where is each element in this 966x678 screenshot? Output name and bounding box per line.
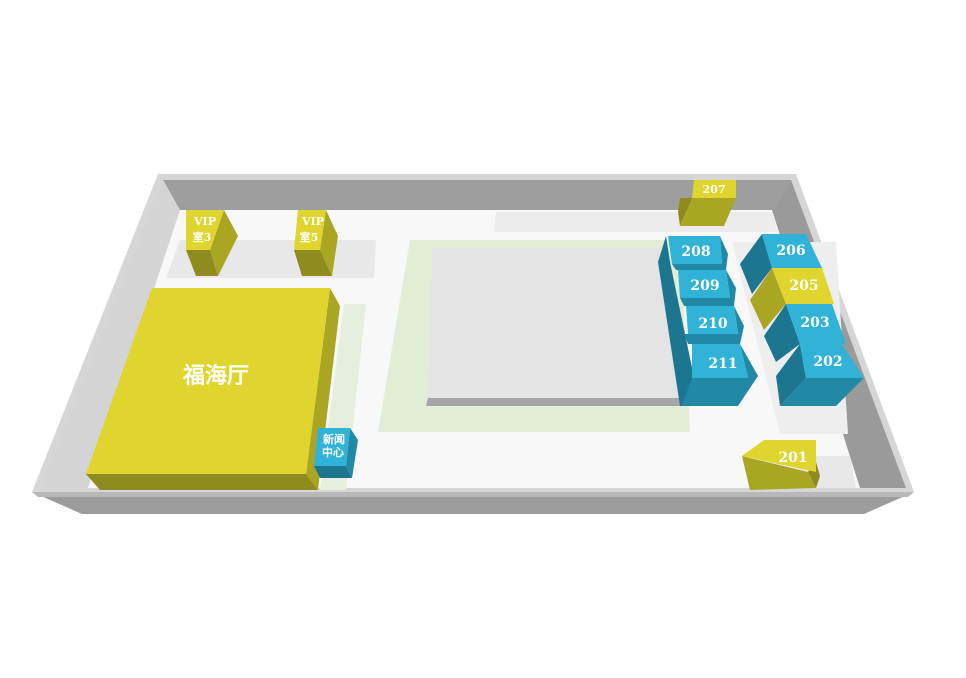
room-208-side — [672, 236, 728, 270]
room-block-202-206: 202 203 205 206 — [740, 234, 864, 406]
room-210-top — [686, 306, 738, 334]
back-wall — [163, 180, 791, 210]
room-vip5[interactable]: VIP 室5 — [294, 210, 338, 276]
room-206-label: 206 — [776, 243, 805, 259]
room-210[interactable]: 210 — [684, 306, 744, 344]
room-207[interactable]: 207 — [678, 180, 736, 226]
room-vip5-side — [320, 210, 338, 276]
room-207-front — [678, 198, 692, 226]
room-207-top — [692, 180, 736, 198]
room-vip3-label-line1: VIP — [193, 215, 216, 228]
room-202-side — [776, 344, 806, 406]
front-wall — [32, 492, 914, 514]
room-209-top — [678, 270, 730, 298]
room-vip3-top — [186, 210, 224, 250]
room-news-side — [346, 428, 358, 478]
room-206-top — [762, 234, 822, 268]
room-202[interactable]: 202 — [776, 344, 864, 406]
room-201-top — [742, 440, 816, 472]
room-211-label: 211 — [708, 356, 737, 372]
back-corridor — [494, 212, 778, 232]
room-news-top — [314, 428, 350, 466]
room-205-label: 205 — [789, 278, 818, 294]
room-202-label: 202 — [813, 354, 842, 370]
room-209-side — [680, 270, 736, 306]
room-201-side — [742, 456, 816, 490]
room-205-side — [750, 268, 786, 330]
room-210-label: 210 — [698, 316, 727, 332]
room-vip3[interactable]: VIP 室3 — [186, 210, 238, 276]
room-fuhai-front — [86, 474, 318, 490]
room-fuhai-side — [306, 288, 340, 490]
room-205[interactable]: 205 — [750, 268, 834, 330]
room-news-label-line1: 新闻 — [323, 432, 345, 446]
room-vip3-front — [186, 250, 218, 276]
room-203-top — [786, 304, 846, 344]
room-fuhai-top — [86, 288, 330, 474]
room-201-label: 201 — [778, 450, 807, 466]
room-202-top — [800, 344, 864, 378]
room-206[interactable]: 206 — [740, 234, 822, 294]
room-vip3-label-line2: 室3 — [193, 230, 212, 244]
room-203-side — [764, 304, 800, 362]
room-206-side — [740, 234, 772, 294]
central-hall — [426, 248, 680, 406]
room-fuhai-hall[interactable]: 福海厅 — [86, 288, 340, 490]
room-205-top — [772, 268, 834, 304]
central-hall-front — [426, 398, 680, 406]
room-209-label: 209 — [690, 278, 719, 294]
room-209[interactable]: 209 — [678, 270, 736, 306]
room-207-side — [680, 198, 736, 226]
room-211-side — [682, 344, 758, 406]
room-news-front — [314, 466, 352, 478]
room-201[interactable]: 201 — [742, 440, 820, 490]
front-wall-edge — [32, 492, 914, 497]
room-vip3-side — [210, 210, 238, 276]
room-208-top — [668, 236, 722, 264]
room-block-208-211: 211 210 209 208 — [658, 236, 758, 406]
room-news-center[interactable]: 新闻 中心 — [314, 428, 358, 478]
room-vip5-front — [294, 250, 332, 276]
room-203[interactable]: 203 — [764, 304, 846, 362]
room-210-side — [684, 306, 744, 344]
room-211-top — [692, 344, 748, 378]
central-hall-top — [428, 248, 680, 398]
room-vip5-label-line1: VIP — [301, 215, 324, 228]
room-vip5-top — [294, 210, 326, 250]
room-207-label: 207 — [703, 183, 726, 196]
room-211[interactable]: 211 — [682, 344, 758, 406]
room-fuhai-label: 福海厅 — [182, 363, 249, 389]
room-vip5-label-line2: 室5 — [300, 230, 319, 244]
room-block-208-211-side — [658, 236, 700, 406]
left-wall — [40, 180, 180, 488]
room-208[interactable]: 208 — [668, 236, 728, 270]
room-203-label: 203 — [800, 315, 829, 331]
room-202-front — [780, 378, 864, 406]
room-208-label: 208 — [681, 244, 710, 260]
room-news-label-line2: 中心 — [322, 445, 344, 459]
